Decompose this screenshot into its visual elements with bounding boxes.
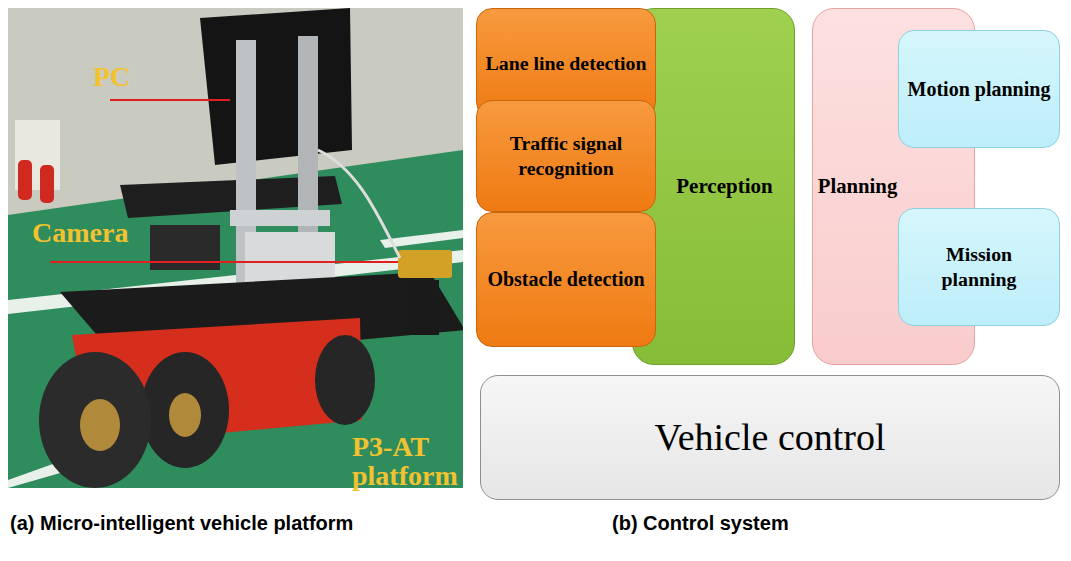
part-label: Camera bbox=[32, 218, 128, 247]
extinguisher bbox=[18, 160, 32, 200]
part-label: P3-AT platform bbox=[352, 432, 460, 491]
subfigure-caption: (a) Micro-intelligent vehicle platform bbox=[10, 512, 353, 535]
camera-mount bbox=[405, 280, 439, 335]
box-label: Traffic signal recognition bbox=[485, 131, 647, 181]
box-label: Motion planning bbox=[908, 77, 1051, 102]
label-text: P3-AT platform bbox=[352, 431, 458, 491]
camera bbox=[398, 250, 452, 278]
wheel bbox=[315, 335, 375, 425]
extinguisher bbox=[40, 165, 54, 203]
cable bbox=[318, 150, 400, 258]
control-block: Vehicle control bbox=[480, 375, 1060, 500]
wheel-rim bbox=[169, 393, 201, 437]
perception-module: Traffic signal recognition bbox=[476, 100, 656, 212]
box-label: Obstacle detection bbox=[487, 267, 644, 292]
planning-module: Mission planning bbox=[898, 208, 1060, 326]
label-text: (a) Micro-intelligent vehicle platform bbox=[10, 512, 353, 534]
photo-content bbox=[8, 8, 463, 488]
wheel bbox=[141, 352, 229, 468]
label-text: Camera bbox=[32, 217, 128, 248]
leader-line bbox=[110, 99, 230, 101]
box-label: Perception bbox=[676, 173, 772, 199]
label-text: (b) Control system bbox=[612, 512, 789, 534]
frame-bar bbox=[230, 210, 330, 226]
box-label: Planning bbox=[818, 174, 898, 200]
leader-line bbox=[50, 261, 398, 263]
planning-module: Motion planning bbox=[898, 30, 1060, 148]
perception-module: Obstacle detection bbox=[476, 212, 656, 347]
hub bbox=[150, 225, 220, 270]
perception-block: Perception bbox=[632, 8, 795, 365]
wheel-rim bbox=[80, 399, 120, 451]
subfigure-caption: (b) Control system bbox=[612, 512, 789, 535]
floor bbox=[8, 8, 463, 488]
box-label: Vehicle control bbox=[654, 414, 885, 462]
part-label: PC bbox=[93, 62, 130, 91]
label-text: PC bbox=[93, 61, 130, 92]
box-label: Mission planning bbox=[907, 242, 1051, 292]
wheel bbox=[39, 352, 151, 488]
laptop-screen bbox=[200, 8, 352, 165]
box-label: Lane line detection bbox=[485, 51, 646, 76]
